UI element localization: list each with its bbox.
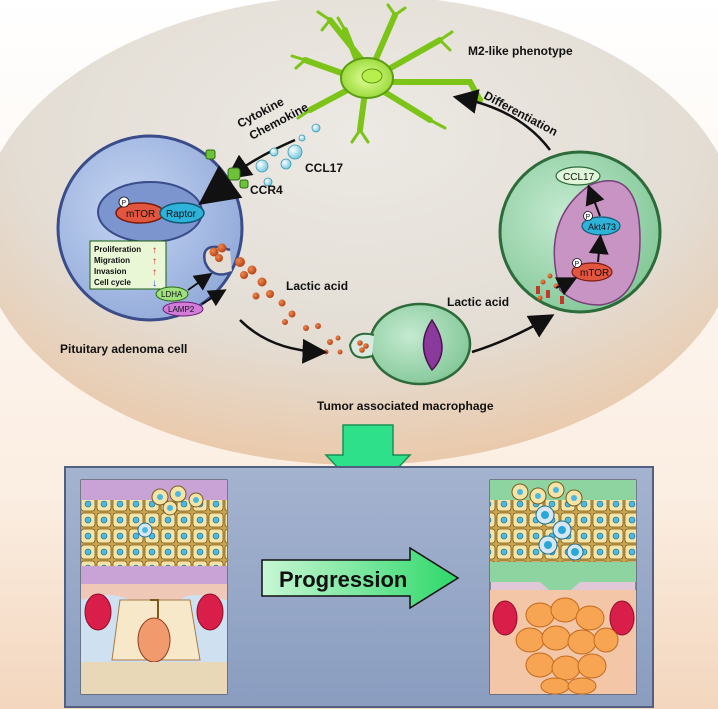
p-marker-mtor-right: P <box>575 261 580 268</box>
cell-to-tam-arrow <box>239 319 328 364</box>
effect-migration: Migration <box>94 256 130 265</box>
ccl17-label: CCL17 <box>305 161 343 175</box>
oval-background <box>0 0 718 465</box>
lactate-to-mtor-arrow <box>555 277 578 296</box>
effect-proliferation: Proliferation <box>94 245 141 254</box>
lactic-acid-left-label: Lactic acid <box>286 279 348 293</box>
m2-phenotype-label: M2-like phenotype <box>468 44 573 58</box>
progression-label: Progression <box>279 567 407 592</box>
effect-up-arrow-2: ↑ <box>152 256 157 267</box>
m2-macrophage <box>290 3 483 144</box>
effect-cell-cycle: Cell cycle <box>94 278 131 287</box>
ccl17-molecules <box>255 123 321 187</box>
effect-invasion: Invasion <box>94 267 127 276</box>
pituitary-adenoma-cell <box>56 134 244 322</box>
raptor-label: Raptor <box>166 209 197 220</box>
p-marker-left: P <box>122 200 127 207</box>
ldha-arrow <box>187 272 213 291</box>
p-marker-akt: P <box>586 214 591 221</box>
lamp2-arrow <box>201 289 227 307</box>
right-tissue-image <box>489 479 637 695</box>
ccr4-signal-arrow <box>198 165 243 206</box>
mtor-left-label: mTOR <box>126 209 155 220</box>
tumor-associated-macrophage <box>348 302 472 386</box>
differentiation-arrow <box>452 89 551 151</box>
lactic-acid-right-label: Lactic acid <box>447 295 509 309</box>
tam-to-macrophage-arrow <box>471 314 555 354</box>
effects-box <box>89 240 167 290</box>
effect-up-arrow-3: ↑ <box>152 267 157 278</box>
ccl17-inner-label: CCL17 <box>563 172 595 183</box>
effect-up-arrow-1: ↑ <box>152 245 157 256</box>
ldha-label: LDHA <box>161 290 183 299</box>
akt-to-ccl17-arrow <box>585 184 605 217</box>
mtor-raptor-complex <box>115 196 205 224</box>
pituitary-cell-label: Pituitary adenoma cell <box>60 342 187 356</box>
akt473-label: Akt473 <box>588 222 616 232</box>
mtor-to-akt-arrow <box>588 234 609 263</box>
left-tissue-image <box>80 479 228 695</box>
ccr4-label: CCR4 <box>250 183 283 197</box>
tam-label: Tumor associated macrophage <box>317 399 494 413</box>
ldha-lamp2 <box>155 286 204 317</box>
mtor-right-label: mTOR <box>580 268 609 279</box>
lactate-dots-left <box>209 243 343 355</box>
effect-down-arrow-4: ↓ <box>152 278 157 289</box>
lamp2-label: LAMP2 <box>168 305 195 314</box>
progression-arrow <box>261 546 460 610</box>
